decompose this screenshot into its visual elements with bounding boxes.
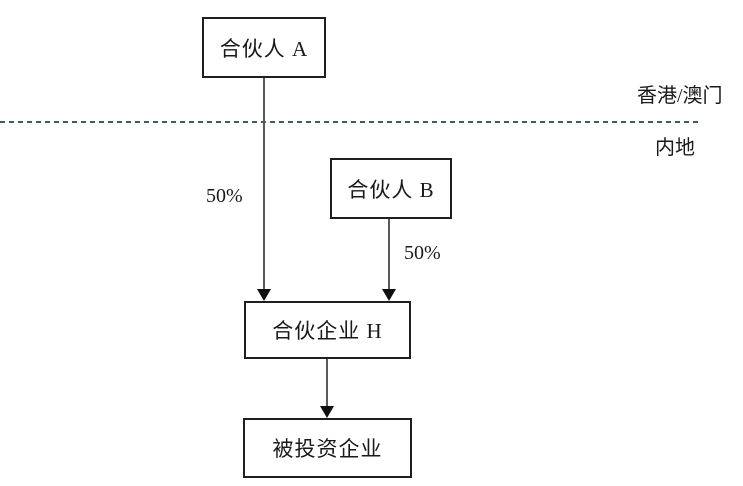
edge-partner-a-to-h-line bbox=[263, 78, 265, 290]
node-partnership-h-label: 合伙企业 H bbox=[272, 319, 383, 343]
node-partner-b-label: 合伙人 B bbox=[347, 177, 435, 202]
edge-h-to-investee-line bbox=[326, 359, 328, 407]
region-label-hongkong-macau: 香港/澳门 bbox=[637, 85, 723, 107]
region-label-mainland: 内地 bbox=[655, 137, 695, 159]
edge-partner-a-percentage: 50% bbox=[206, 185, 243, 207]
arrow-down-icon bbox=[320, 406, 334, 418]
edge-partner-b-to-h-line bbox=[388, 219, 390, 290]
arrow-down-icon bbox=[257, 289, 271, 301]
node-partner-a: 合伙人 A bbox=[202, 17, 326, 78]
node-investee: 被投资企业 bbox=[243, 418, 412, 478]
jurisdiction-dashed-divider bbox=[0, 121, 698, 123]
node-investee-label: 被投资企业 bbox=[272, 437, 383, 461]
node-partner-b: 合伙人 B bbox=[330, 158, 452, 219]
node-partnership-h: 合伙企业 H bbox=[244, 301, 411, 359]
edge-partner-b-percentage: 50% bbox=[404, 242, 441, 264]
arrow-down-icon bbox=[382, 289, 396, 301]
node-partner-a-label: 合伙人 A bbox=[219, 36, 309, 61]
